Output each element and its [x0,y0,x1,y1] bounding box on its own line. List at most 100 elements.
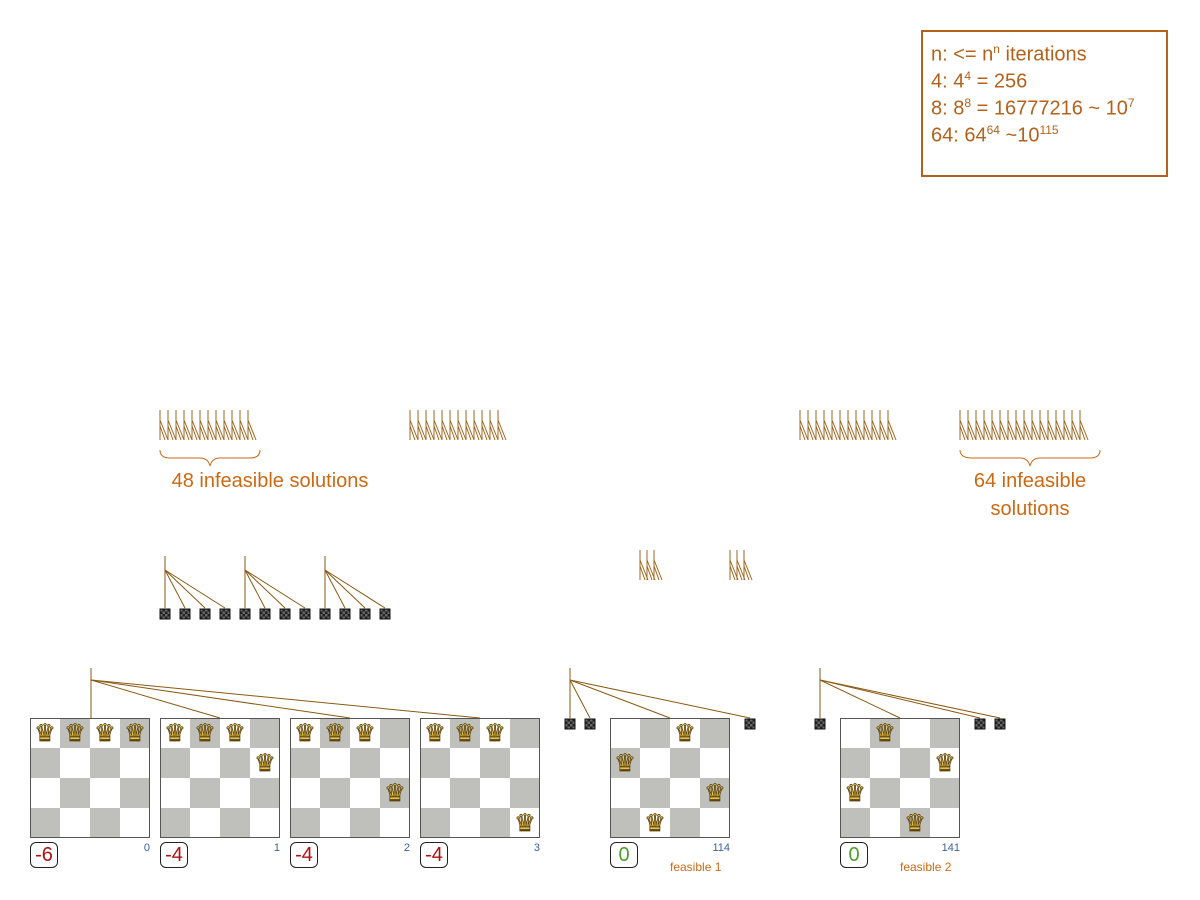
fan-cluster-b-leaf [449,425,456,441]
board-cell [290,748,320,778]
fan-cluster-d-leaf [991,419,1001,441]
board-cell [320,808,350,838]
board-cell: ♛ [320,718,350,748]
fan-cluster-d-leaf [1063,419,1073,441]
board-cell [450,778,480,808]
fan-cluster-d-leaf [1023,419,1033,441]
board-cell [450,748,480,778]
board-cell [900,778,930,808]
board-cell [930,808,960,838]
board-cell [700,718,730,748]
queen-icon: ♛ [844,779,866,808]
fan-cluster-c-leaf [823,419,833,441]
branch-edge-0 [164,569,226,609]
fan-cluster-b-leaf [465,425,472,441]
feasible-label: feasible 2 [900,860,952,874]
fan-cluster-d-leaf [1047,425,1054,441]
fan-cluster-b-leaf [489,419,499,441]
fan-cluster-d-leaf [967,425,974,441]
fan-cluster-b-leaf [497,419,507,441]
solution-index: 3 [533,842,540,854]
fan-cluster-a-leaf [199,419,209,441]
board-cell [930,778,960,808]
board-cell [420,748,450,778]
board-cell [250,718,280,748]
fan-cluster-b-leaf [417,419,427,441]
board-cell [420,778,450,808]
fan-cluster-d-leaf [959,425,966,441]
board-cell [670,808,700,838]
fan-cluster-e-leaf [653,565,660,581]
fan-cluster-a-leaf [215,425,222,441]
fan-cluster-a-leaf [223,425,230,441]
queen-icon: ♛ [294,719,316,748]
queen-icon: ♛ [164,719,186,748]
fan-cluster-c-leaf [863,419,873,441]
fan-cluster-a-leaf [199,425,206,441]
board-cell [30,778,60,808]
queen-icon: ♛ [484,719,506,748]
fan-cluster-a-leaf [207,419,217,441]
board-cell [610,718,640,748]
fan-cluster-d-leaf [975,419,985,441]
board-cell [380,718,410,748]
fan-cluster-d-leaf [1039,425,1046,441]
branch-edge-1 [244,569,286,609]
solution-index: 1 [273,842,280,854]
board-cell [250,808,280,838]
board-cell: ♛ [90,718,120,748]
fan-cluster-d-leaf [959,419,969,441]
board-cell [120,748,150,778]
board-cell [350,778,380,808]
mini-board-icon [179,608,191,620]
board-cell [610,808,640,838]
queen-icon: ♛ [324,719,346,748]
fan-cluster-c-leaf [871,425,878,441]
fan-cluster-d-leaf [1055,425,1062,441]
fan-cluster-b-leaf [425,419,435,441]
mini-board-icon [974,718,986,730]
fan-cluster-b-leaf [489,425,496,441]
solution-index: 114 [712,842,730,854]
board-cell: ♛ [480,718,510,748]
board-cell [700,748,730,778]
board-cell [160,778,190,808]
queen-icon: ♛ [674,719,696,748]
fan-cluster-c-leaf [855,425,862,441]
branch-edge-0 [164,569,186,609]
queen-icon: ♛ [354,719,376,748]
root-edge-middle [569,679,671,719]
board-cell [350,808,380,838]
board-cell: ♛ [450,718,480,748]
fan-cluster-d-leaf [1063,425,1070,441]
fan-cluster-d-leaf [967,419,977,441]
fan-cluster-f-leaf [743,559,753,581]
fan-cluster-c-leaf [831,419,841,441]
board-cell: ♛ [670,718,700,748]
board-cell [670,778,700,808]
mini-board-icon [584,718,596,730]
board-cell [480,748,510,778]
mini-board-icon [379,608,391,620]
fan-cluster-c-leaf [887,419,897,441]
board-cell [320,778,350,808]
fan-cluster-c-leaf [807,419,817,441]
fan-cluster-b-leaf [441,425,448,441]
mini-board-icon [199,608,211,620]
board-cell: ♛ [640,808,670,838]
fan-cluster-f-leaf [736,565,743,581]
fan-cluster-c-leaf [839,425,846,441]
fan-cluster-b-leaf [465,419,475,441]
queen-icon: ♛ [424,719,446,748]
fan-cluster-d-leaf [983,419,993,441]
board-cell [250,778,280,808]
fan-cluster-e-leaf [639,565,646,581]
branch-edge-2 [324,569,366,609]
queen-icon: ♛ [384,779,406,808]
branch-edge-0 [164,569,206,609]
board-cell [320,748,350,778]
fan-cluster-c-leaf [815,425,822,441]
fan-cluster-d-leaf [1039,419,1049,441]
chess-board: ♛♛♛♛ [840,718,960,838]
